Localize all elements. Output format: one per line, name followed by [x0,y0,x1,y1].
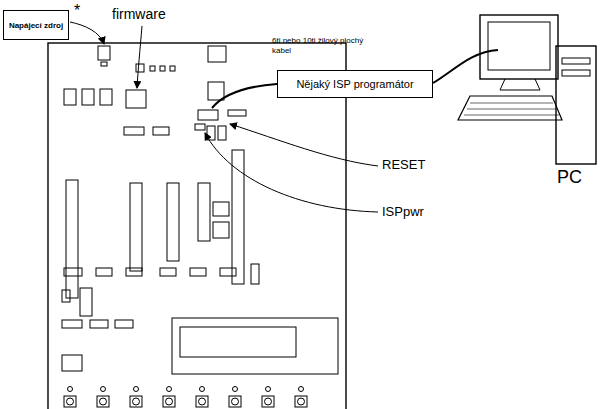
firmware-label: firmware [112,6,166,22]
reset-label: RESET [382,157,425,172]
cable-label: 6ti nebo 10ti žilový plochý kabel [272,36,367,56]
power-supply-box: Napájecí zdroj [3,10,69,40]
isp-programmer-box: Nějaký ISP programátor [277,70,433,98]
box-text: Nějaký ISP programátor [296,78,413,90]
isppwr-label: ISPpwr [382,204,424,219]
pc-label: PC [557,167,582,188]
box-text: Napájecí zdroj [9,21,63,30]
footnote-star: * [74,2,80,20]
